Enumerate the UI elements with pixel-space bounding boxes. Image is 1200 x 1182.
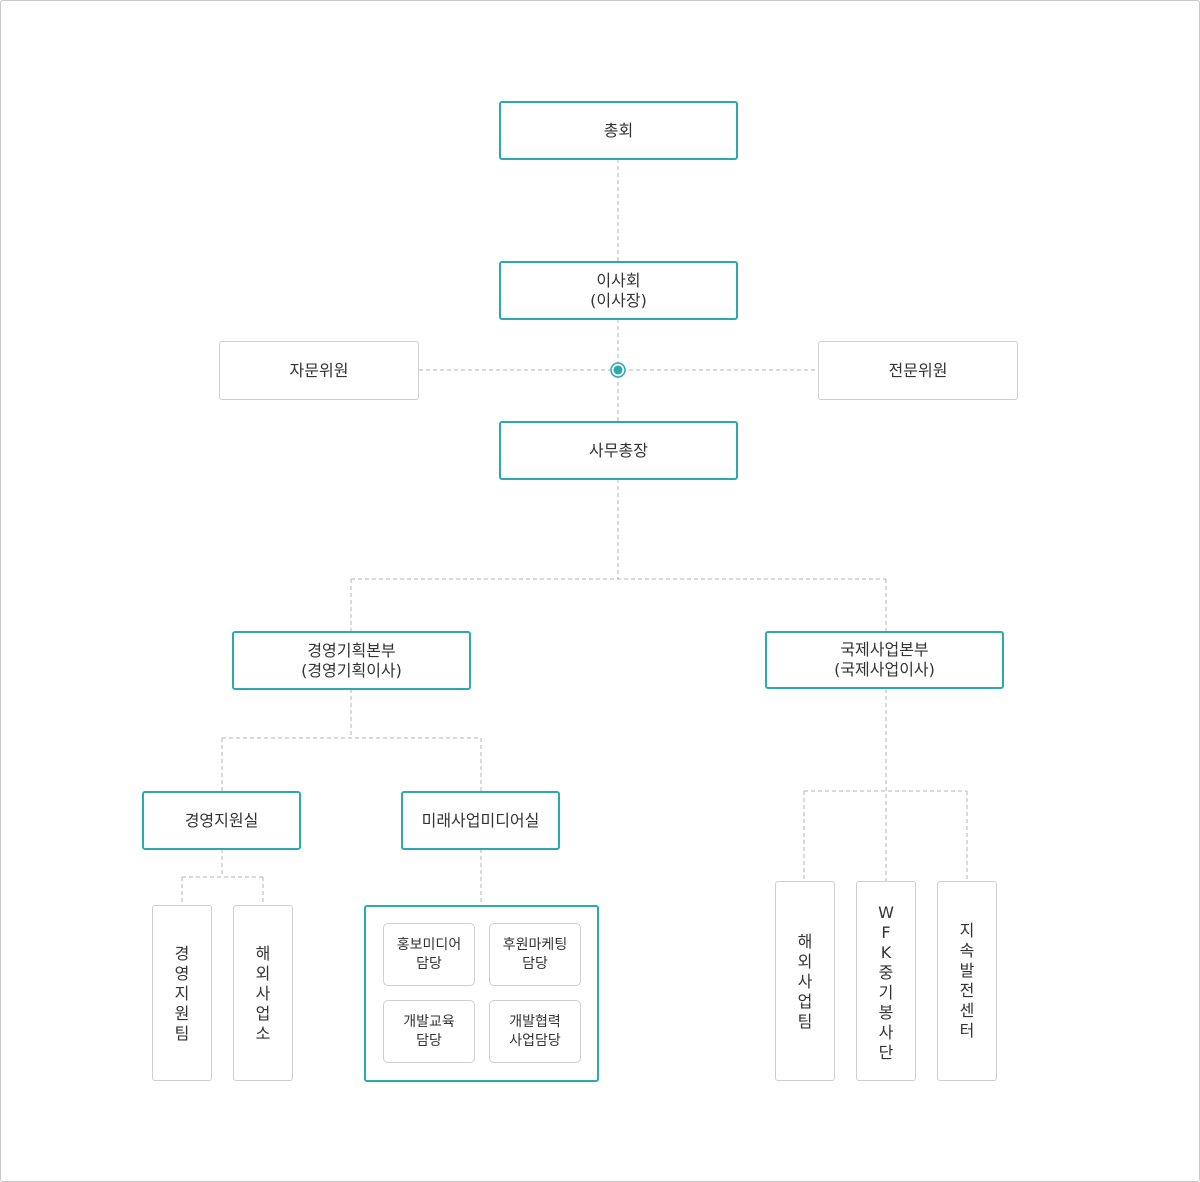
mgmt-hq-box: 경영기획본부 (경영기획이사) [232, 631, 471, 690]
intl-hq-box: 국제사업본부 (국제사업이사) [765, 631, 1004, 689]
char: 사 [878, 1023, 894, 1042]
char: 중 [878, 963, 894, 982]
advisory-label: 자문위원 [289, 360, 349, 380]
future-media-label: 미래사업미디어실 [421, 810, 540, 830]
overseas-team-label: 해 외 사 업 팀 [798, 932, 813, 1032]
media-unit-sublabel: 담당 [522, 955, 548, 972]
intl-hq-sublabel: (국제사업이사) [834, 660, 935, 679]
char: 지 [174, 984, 190, 1003]
char: 원 [174, 1004, 190, 1023]
char: 봉 [878, 1003, 894, 1022]
media-unit-label: 홍보미디어 [396, 936, 462, 953]
char: 해 [797, 932, 813, 951]
mgmt-hq-label: 경영기획본부 [307, 640, 396, 660]
media-unit-label: 개발교육 [403, 1013, 455, 1030]
char: 사 [255, 984, 271, 1003]
media-unit-box: 후원마케팅 담당 [489, 923, 581, 986]
expert-box: 전문위원 [818, 341, 1018, 400]
media-unit-label: 개발협력 [509, 1013, 561, 1030]
media-unit-sublabel: 담당 [416, 955, 442, 972]
char: 업 [255, 1004, 271, 1023]
sustain-center-label: 지 속 발 전 센 터 [960, 921, 975, 1041]
char: 발 [959, 961, 975, 980]
char: 경 [174, 944, 190, 963]
advisory-box: 자문위원 [219, 341, 419, 400]
sustain-center-box: 지 속 발 전 센 터 [937, 881, 997, 1081]
general-assembly-label: 총회 [603, 120, 634, 140]
overseas-office-label: 해 외 사 업 소 [256, 944, 271, 1044]
overseas-team-box: 해 외 사 업 팀 [775, 881, 835, 1081]
char: F [881, 923, 891, 942]
mgmt-hq-sublabel: (경영기획이사) [301, 660, 402, 680]
media-unit-label: 후원마케팅 [502, 936, 568, 953]
junction-dot-center [613, 365, 623, 375]
media-unit-box: 홍보미디어 담당 [383, 923, 475, 986]
char: 속 [959, 941, 975, 960]
board-box: 이사회 (이사장) [499, 261, 738, 320]
char: 업 [797, 992, 813, 1011]
char: 지 [959, 921, 975, 940]
char: 단 [878, 1043, 894, 1062]
media-unit-sublabel: 담당 [416, 1032, 442, 1049]
intl-hq-label: 국제사업본부 [840, 640, 929, 659]
media-unit-box: 개발교육 담당 [383, 1000, 475, 1063]
mgmt-support-team-box: 경 영 지 원 팀 [152, 905, 212, 1081]
char: 사 [797, 972, 813, 991]
char: K [880, 943, 892, 962]
mgmt-support-team-label: 경 영 지 원 팀 [175, 944, 190, 1044]
char: 해 [255, 944, 271, 963]
future-media-box: 미래사업미디어실 [401, 791, 560, 850]
wfk-box: W F K 중 기 봉 사 단 [856, 881, 916, 1081]
expert-label: 전문위원 [888, 360, 948, 380]
char: 팀 [174, 1024, 190, 1043]
secretary-general-label: 사무총장 [589, 440, 648, 460]
char: 외 [255, 964, 271, 983]
char: 센 [959, 1001, 975, 1020]
media-unit-box: 개발협력 사업담당 [489, 1000, 581, 1063]
char: W [878, 903, 894, 922]
char: 영 [174, 964, 190, 983]
char: 팀 [797, 1012, 813, 1031]
mgmt-support-label: 경영지원실 [184, 810, 259, 830]
char: 전 [959, 981, 975, 1000]
char: 터 [959, 1021, 975, 1040]
secretary-general-box: 사무총장 [499, 421, 738, 480]
board-sublabel: (이사장) [590, 290, 647, 310]
media-unit-sublabel: 사업담당 [509, 1032, 561, 1049]
char: 기 [878, 983, 894, 1002]
overseas-office-box: 해 외 사 업 소 [233, 905, 293, 1081]
general-assembly-box: 총회 [499, 101, 738, 160]
char: 외 [797, 952, 813, 971]
wfk-label: W F K 중 기 봉 사 단 [878, 903, 894, 1063]
char: 소 [255, 1024, 271, 1043]
mgmt-support-box: 경영지원실 [142, 791, 301, 850]
board-label: 이사회 [596, 270, 641, 290]
